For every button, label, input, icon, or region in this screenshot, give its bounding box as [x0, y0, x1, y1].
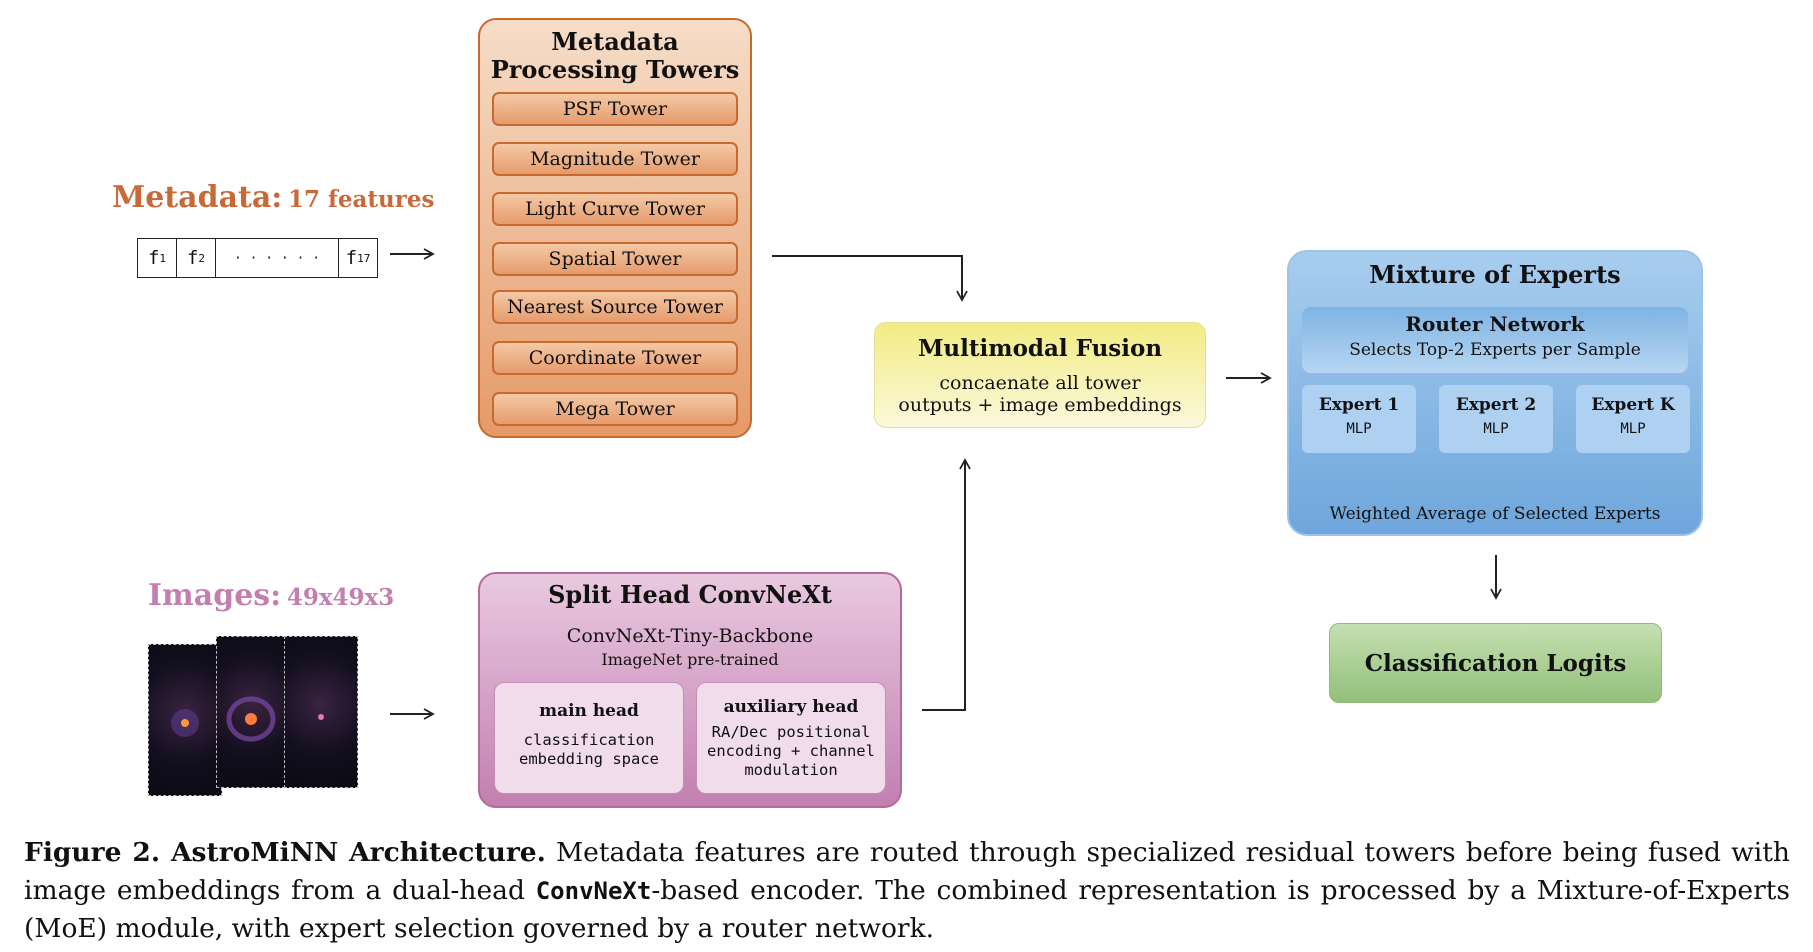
metadata-label: Metadata: [112, 180, 283, 215]
main-head-box: main head classification embedding space [494, 682, 684, 794]
arrow-towers-to-fusion [772, 255, 968, 302]
arrow-convnext-to-fusion [922, 458, 971, 711]
moe-title: Mixture of Experts [1369, 260, 1621, 289]
images-size: 49x49x3 [286, 584, 395, 611]
fusion-desc: concaenate all tower outputs + image emb… [898, 372, 1182, 416]
image-stack [148, 636, 358, 796]
galaxy-image-channel-2 [216, 636, 290, 788]
caption-text-1: Metadata features are routed through spe… [24, 837, 1790, 906]
classification-logits-box: Classification Logits [1329, 623, 1662, 703]
galaxy-image-channel-1 [148, 644, 222, 796]
router-title: Router Network [1405, 312, 1585, 336]
caption-text-2: -based encoder. The combined representat… [24, 875, 1790, 944]
expert-1-box: Expert 1 MLP [1302, 385, 1416, 453]
caption-code: ConvNeXt [535, 877, 652, 905]
fusion-box: Multimodal Fusion concaenate all tower o… [874, 322, 1206, 428]
galaxy-image-channel-3 [284, 636, 358, 788]
main-head-desc: classification embedding space [519, 731, 659, 768]
auxiliary-head-desc: RA/Dec positional encoding + channel mod… [707, 723, 875, 779]
expert-k-title: Expert K [1591, 395, 1675, 415]
expert-2-sub: MLP [1483, 421, 1509, 437]
tower-psf: PSF Tower [492, 92, 738, 126]
images-label: Images: [148, 578, 282, 613]
towers-title: Metadata Processing Towers [490, 27, 740, 84]
metadata-input-title: Metadata: 17 features [112, 180, 434, 215]
expert-2-title: Expert 2 [1455, 395, 1537, 415]
images-input-title: Images: 49x49x3 [148, 578, 394, 613]
tower-mega: Mega Tower [492, 392, 738, 426]
expert-2-box: Expert 2 MLP [1439, 385, 1553, 453]
expert-1-title: Expert 1 [1318, 395, 1400, 415]
tower-light-curve: Light Curve Tower [492, 192, 738, 226]
caption-label: Figure 2. AstroMiNN Architecture. [24, 837, 546, 868]
fusion-title: Multimodal Fusion [917, 335, 1163, 362]
tower-nearest-source: Nearest Source Tower [492, 290, 738, 324]
expert-k-sub: MLP [1620, 421, 1646, 437]
router-desc: Selects Top-2 Experts per Sample [1349, 340, 1641, 360]
figure-caption: Figure 2. AstroMiNN Architecture. Metada… [24, 834, 1790, 948]
convnext-title: Split Head ConvNeXt [548, 580, 832, 609]
moe-footer: Weighted Average of Selected Experts [1329, 504, 1661, 524]
router-network-box: Router Network Selects Top-2 Experts per… [1302, 307, 1688, 373]
convnext-backbone: ConvNeXt-Tiny-Backbone [566, 625, 814, 647]
convnext-pretrained: ImageNet pre-trained [601, 650, 779, 669]
tower-coordinate: Coordinate Tower [492, 341, 738, 375]
feature-cell-ellipsis: · · · · · · [216, 239, 339, 277]
metadata-count: 17 features [287, 186, 435, 213]
auxiliary-head-box: auxiliary head RA/Dec positional encodin… [696, 682, 886, 794]
expert-1-sub: MLP [1346, 421, 1372, 437]
main-head-title: main head [539, 701, 639, 721]
tower-magnitude: Magnitude Tower [492, 142, 738, 176]
auxiliary-head-title: auxiliary head [723, 697, 859, 717]
tower-spatial: Spatial Tower [492, 242, 738, 276]
expert-k-box: Expert K MLP [1576, 385, 1690, 453]
